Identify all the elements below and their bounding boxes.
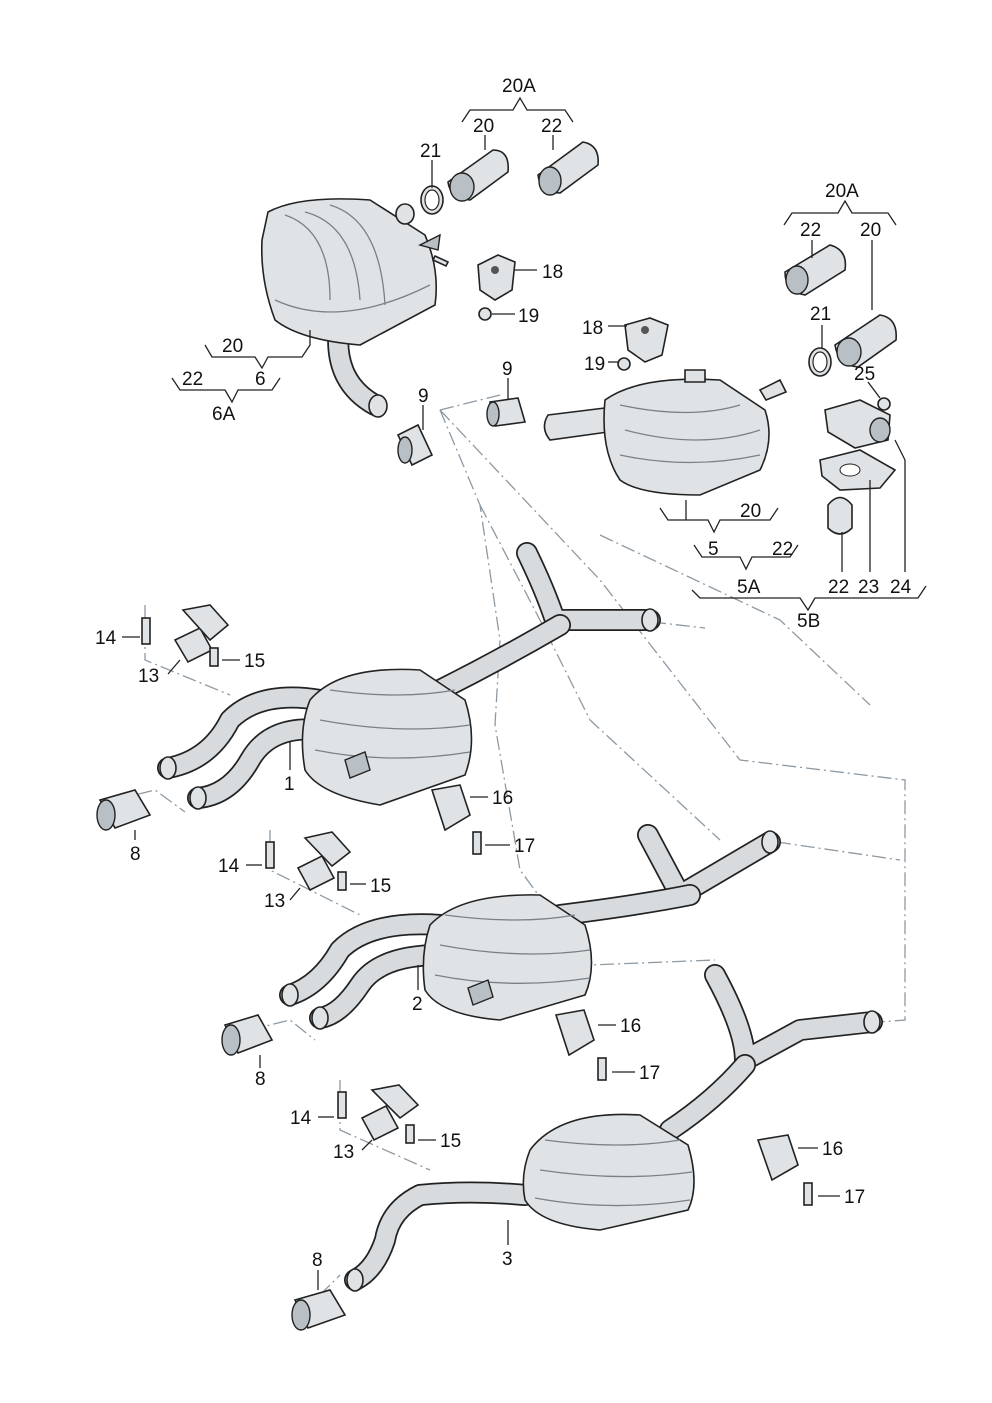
- callout-20-top: 20: [473, 116, 494, 137]
- clamp-8-2: [221, 1014, 274, 1056]
- clamp-21-top: [420, 185, 444, 215]
- callout-22-right: 22: [800, 220, 821, 241]
- bolt-14-1: [141, 617, 151, 645]
- callout-19-right: 19: [584, 354, 605, 375]
- mount-16-3: [756, 1134, 799, 1182]
- bolt-17-2: [597, 1057, 607, 1081]
- callout-25: 25: [854, 364, 875, 385]
- bolt-14-3: [337, 1091, 347, 1119]
- callout-3: 3: [502, 1249, 513, 1270]
- callout-5B: 5B: [797, 611, 820, 632]
- callout-13-group1: 13: [138, 666, 159, 687]
- nut-19-top: [478, 307, 492, 321]
- callout-15-group1: 15: [244, 651, 265, 672]
- callout-16-group2: 16: [620, 1016, 641, 1037]
- clamp-9-right: [486, 397, 527, 427]
- callout-20A-right: 20A: [825, 181, 859, 202]
- bolt-15-1: [209, 647, 219, 667]
- callout-8-group1: 8: [130, 844, 141, 865]
- callout-22-5A: 22: [772, 539, 793, 560]
- bracket-23: [819, 449, 897, 491]
- callout-14-group2: 14: [218, 856, 240, 877]
- callout-18-top: 18: [542, 262, 563, 283]
- clamp-9-left: [396, 423, 434, 467]
- callout-21-right: 21: [810, 304, 831, 325]
- mount-16-1: [430, 784, 471, 832]
- callout-5A: 5A: [737, 577, 761, 598]
- callout-16-group1: 16: [492, 788, 513, 809]
- callout-19-top: 19: [518, 306, 539, 327]
- bracket-18-right: [624, 317, 669, 363]
- bolt-15-2: [337, 871, 347, 891]
- callout-14-group1: 14: [95, 628, 117, 649]
- callout-22-clip: 22: [828, 577, 849, 598]
- callout-22-top: 22: [541, 116, 562, 137]
- callout-2: 2: [412, 994, 423, 1015]
- bolt-17-3: [803, 1182, 813, 1206]
- mount-13-2: [296, 831, 352, 892]
- callout-17-group1: 17: [514, 836, 535, 857]
- clamp-8-1: [96, 789, 152, 831]
- callout-24: 24: [890, 577, 912, 598]
- callout-22-6A: 22: [182, 369, 203, 390]
- bolt-15-3: [405, 1124, 415, 1144]
- callout-20A-top: 20A: [502, 76, 536, 97]
- actuator-24: [824, 399, 891, 449]
- mount-13-1: [173, 604, 230, 664]
- clamp-21-right: [808, 347, 832, 377]
- callout-23: 23: [858, 577, 879, 598]
- callout-6: 6: [255, 369, 266, 390]
- callout-1: 1: [284, 774, 295, 795]
- center-silencer-2: [279, 824, 781, 1030]
- callout-labels: 20A 20 22 21 18 19 20 6 22 6A 9 9 18 19 …: [95, 76, 912, 1271]
- clamp-8-3: [291, 1289, 347, 1331]
- leader-lines: [122, 96, 927, 1290]
- callout-16-group3: 16: [822, 1139, 843, 1160]
- callout-17-group2: 17: [639, 1063, 660, 1084]
- bolt-14-2: [265, 841, 275, 869]
- callout-13-group3: 13: [333, 1142, 354, 1163]
- nut-19-right: [617, 357, 631, 371]
- bolt-17-1: [472, 831, 482, 855]
- callout-18-right: 18: [582, 318, 603, 339]
- callout-20-right: 20: [860, 220, 881, 241]
- tailpipe-22-right: [784, 244, 847, 296]
- callout-14-group3: 14: [290, 1108, 312, 1129]
- callout-5: 5: [708, 539, 719, 560]
- callout-15-group3: 15: [440, 1131, 461, 1152]
- mount-16-2: [554, 1009, 595, 1057]
- callout-8-group3: 8: [312, 1250, 323, 1271]
- callout-20-silencer-5: 20: [740, 501, 761, 522]
- nut-25: [877, 397, 891, 411]
- callout-9-right: 9: [502, 359, 513, 380]
- center-silencer-3: [344, 964, 883, 1292]
- tailpipe-20-right: [834, 314, 897, 368]
- mount-13-3: [360, 1084, 420, 1142]
- callout-6A: 6A: [212, 404, 236, 425]
- callout-13-group2: 13: [264, 891, 285, 912]
- tailpipe-20-top: [447, 149, 510, 202]
- callout-15-group2: 15: [370, 876, 391, 897]
- clip-22-bottom: [827, 496, 853, 535]
- bracket-18-top: [477, 254, 516, 301]
- rear-silencer-5: [543, 369, 788, 496]
- callout-9-left: 9: [418, 386, 429, 407]
- callout-20-silencer-6: 20: [222, 336, 243, 357]
- center-silencer-1: [157, 542, 661, 810]
- callout-17-group3: 17: [844, 1187, 865, 1208]
- callout-21-top: 21: [420, 141, 441, 162]
- rear-silencer-6: [260, 198, 450, 418]
- callout-8-group2: 8: [255, 1069, 266, 1090]
- tailpipe-22-top: [537, 141, 600, 196]
